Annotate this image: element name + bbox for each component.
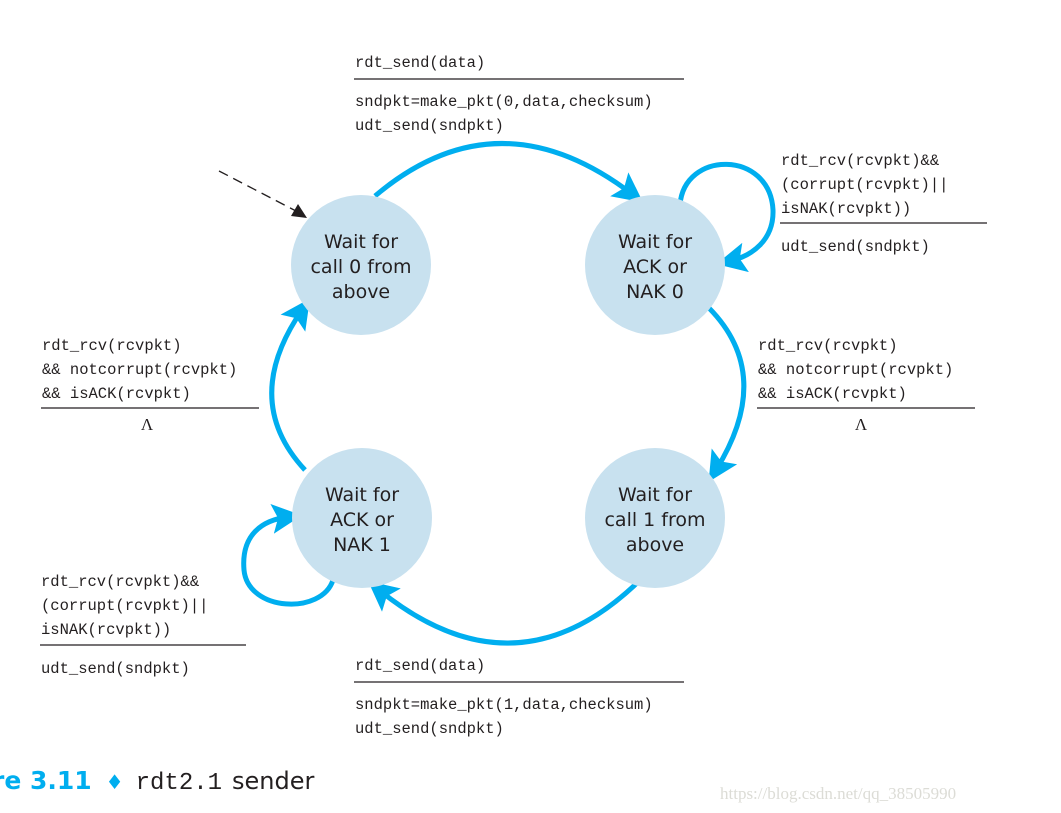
caption-protocol: rdt2.1 (136, 770, 222, 797)
event-text: (corrupt(rcvpkt)|| (781, 176, 948, 194)
state-circle (291, 195, 431, 335)
figure-caption: re 3.11 ♦ rdt2.1 sender (0, 766, 315, 797)
arrowhead-icon (291, 204, 307, 218)
transition-arc-call1-to-ack1 (368, 580, 640, 646)
event-text: rdt_rcv(rcvpkt) (758, 337, 898, 355)
action-text: sndpkt=make_pkt(1,data,checksum) (355, 696, 653, 714)
event-text: rdt_send(data) (355, 54, 485, 72)
lambda-action: Λ (855, 415, 868, 434)
state-label-line: Wait for (618, 484, 692, 506)
state-circle (292, 448, 432, 588)
transition-label-ack0-to-call1: rdt_rcv(rcvpkt) && notcorrupt(rcvpkt) &&… (757, 337, 975, 434)
event-text: rdt_rcv(rcvpkt)&& (41, 573, 199, 591)
event-text: (corrupt(rcvpkt)|| (41, 597, 208, 615)
event-text: rdt_rcv(rcvpkt) (42, 337, 182, 355)
state-label-line: above (626, 534, 684, 556)
state-label-line: above (332, 281, 390, 303)
event-text: rdt_rcv(rcvpkt)&& (781, 152, 939, 170)
event-text: isNAK(rcvpkt)) (41, 621, 171, 639)
event-text: && notcorrupt(rcvpkt) (42, 361, 237, 379)
action-text: udt_send(sndpkt) (355, 720, 504, 738)
self-loop-ack0 (677, 161, 776, 273)
action-text: udt_send(sndpkt) (781, 238, 930, 256)
figure-number: re 3.11 (0, 766, 92, 795)
state-label-line: Wait for (618, 231, 692, 253)
state-circle (585, 448, 725, 588)
transition-arc-ack0-to-call1 (707, 306, 747, 482)
event-text: && notcorrupt(rcvpkt) (758, 361, 953, 379)
state-label-line: Wait for (325, 484, 399, 506)
state-label-line: NAK 1 (333, 534, 391, 556)
event-text: isNAK(rcvpkt)) (781, 200, 911, 218)
diamond-icon: ♦ (106, 770, 124, 794)
transition-arc-ack1-to-call0 (269, 298, 310, 472)
self-loop-ack1 (241, 503, 336, 607)
state-label-line: Wait for (324, 231, 398, 253)
state-wait-call-0: Wait for call 0 from above (291, 195, 431, 335)
transition-arc-call0-to-ack0 (373, 141, 644, 203)
state-label-line: ACK or (623, 256, 687, 278)
state-label-line: NAK 0 (626, 281, 684, 303)
state-wait-call-1: Wait for call 1 from above (585, 448, 725, 588)
state-label-line: call 1 from (604, 509, 705, 531)
state-circle (585, 195, 725, 335)
lambda-action: Λ (141, 415, 154, 434)
transition-label-call1-to-ack1: rdt_send(data) sndpkt=make_pkt(1,data,ch… (354, 657, 684, 738)
event-text: rdt_send(data) (355, 657, 485, 675)
event-text: && isACK(rcvpkt) (758, 385, 907, 403)
initial-state-arrow (218, 170, 307, 218)
transition-label-call0-to-ack0: rdt_send(data) sndpkt=make_pkt(0,data,ch… (354, 54, 684, 135)
action-text: udt_send(sndpkt) (41, 660, 190, 678)
watermark-url: https://blog.csdn.net/qq_38505990 (720, 784, 956, 803)
state-wait-ack-0: Wait for ACK or NAK 0 (585, 195, 725, 335)
state-label-line: ACK or (330, 509, 394, 531)
action-text: sndpkt=make_pkt(0,data,checksum) (355, 93, 653, 111)
state-label-line: call 0 from (310, 256, 411, 278)
transition-label-ack0-self-loop: rdt_rcv(rcvpkt)&& (corrupt(rcvpkt)|| isN… (780, 152, 987, 256)
state-wait-ack-1: Wait for ACK or NAK 1 (292, 448, 432, 588)
action-text: udt_send(sndpkt) (355, 117, 504, 135)
transition-label-ack1-self-loop: rdt_rcv(rcvpkt)&& (corrupt(rcvpkt)|| isN… (40, 573, 246, 678)
figure-caption-text: re 3.11 ♦ rdt2.1 sender (0, 766, 315, 797)
transition-label-ack1-to-call0: rdt_rcv(rcvpkt) && notcorrupt(rcvpkt) &&… (41, 337, 259, 434)
event-text: && isACK(rcvpkt) (42, 385, 191, 403)
caption-description: sender (232, 767, 314, 795)
